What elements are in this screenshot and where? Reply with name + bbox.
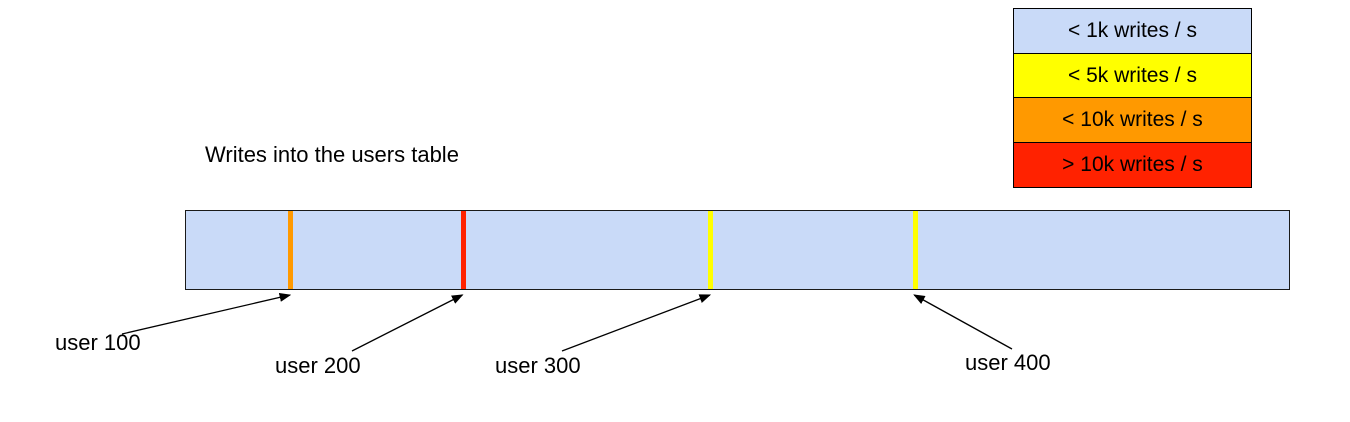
annotation-arrow-user-300 [561,294,712,352]
users-table-bar [185,210,1290,290]
user-label-user-300: user 300 [495,353,581,378]
annotation-arrow-user-100 [121,292,292,335]
user-label-user-200: user 200 [275,353,361,378]
legend-item-3: < 10k writes / s [1013,97,1252,143]
hotspot-marker-user-100 [288,211,294,289]
legend-item-4: > 10k writes / s [1013,141,1252,188]
legend-item-label: > 10k writes / s [1062,152,1203,176]
annotation-arrow-user-200 [351,294,464,352]
hotspot-marker-user-400 [912,211,918,289]
legend-item-label: < 10k writes / s [1062,108,1203,131]
legend-item-1: < 1k writes / s [1013,8,1252,54]
legend-item-label: < 5k writes / s [1068,63,1197,87]
hotspot-marker-user-200 [460,211,466,289]
legend-item-2: < 5k writes / s [1013,52,1252,99]
hotspot-marker-user-300 [708,211,714,289]
annotation-arrow-user-400 [913,294,1013,350]
diagram-title: Writes into the users table [205,142,459,167]
user-label-user-400: user 400 [965,350,1051,375]
legend-item-label: < 1k writes / s [1068,19,1197,42]
legend: < 1k writes / s < 5k writes / s < 10k writ… [1013,8,1252,188]
user-label-user-100: user 100 [55,330,141,355]
